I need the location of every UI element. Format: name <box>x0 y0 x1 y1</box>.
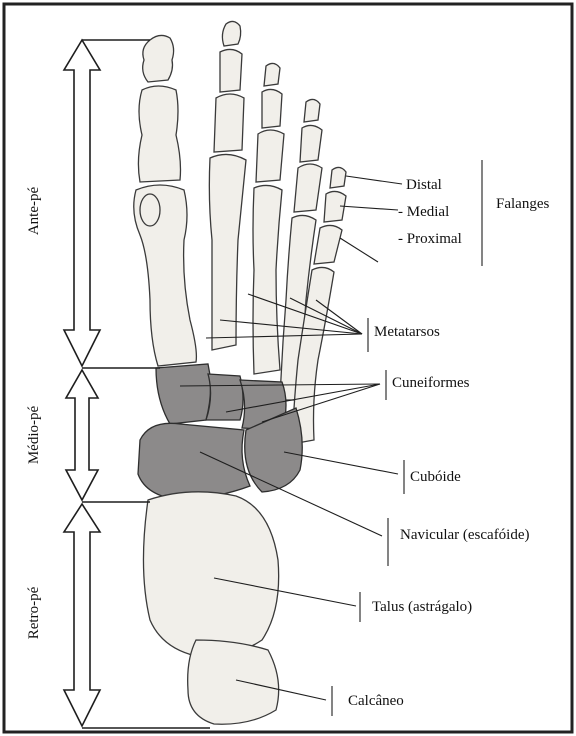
fourth-toe-distal <box>304 99 320 122</box>
forefoot-label: Ante-pé <box>25 183 43 239</box>
fourth-toe-medial <box>300 125 322 162</box>
proximal-leader <box>340 238 378 262</box>
calcaneus-bone <box>188 640 279 724</box>
hallux-proximal-phalanx <box>138 86 180 182</box>
metatarsals-label: Metatarsos <box>374 323 440 341</box>
distal-label: Distal <box>406 176 442 194</box>
midfoot-bones <box>138 364 302 500</box>
sesamoid-bone <box>140 194 160 226</box>
distal-leader <box>346 176 402 184</box>
medial-cuneiform <box>156 364 211 424</box>
medial-label: - Medial <box>398 203 449 221</box>
second-toe-medial <box>220 49 242 92</box>
cuneiforms-label: Cuneiformes <box>392 374 469 392</box>
second-toe-proximal <box>214 94 244 152</box>
navicular-bone <box>138 423 250 500</box>
hindfoot-arrow <box>64 504 100 726</box>
fifth-toe-distal <box>330 167 346 188</box>
midfoot-label: Médio-pé <box>25 403 43 467</box>
hallux-distal-phalanx <box>143 35 174 82</box>
talus-label: Talus (astrágalo) <box>372 598 472 616</box>
intermediate-cuneiform <box>206 374 243 420</box>
medial-leader <box>340 206 398 210</box>
second-toe-distal <box>222 21 240 46</box>
navicular-label: Navicular (escafóide) <box>400 526 530 544</box>
hindfoot-label: Retro-pé <box>25 583 43 643</box>
cuboid-label: Cubóide <box>410 468 461 486</box>
fifth-toe-proximal <box>314 225 342 264</box>
midfoot-arrow <box>66 370 98 500</box>
proximal-label: - Proximal <box>398 230 462 248</box>
fourth-toe-proximal <box>294 164 322 212</box>
calcaneus-label: Calcâneo <box>348 692 404 710</box>
third-toe-proximal <box>256 130 284 182</box>
talus-bone <box>143 492 278 657</box>
third-toe-medial <box>262 89 282 128</box>
phalanges-label: Falanges <box>496 195 549 213</box>
foot-bones <box>134 21 346 724</box>
forefoot-arrow <box>64 40 100 366</box>
third-toe-distal <box>264 63 280 86</box>
third-metatarsal <box>253 185 282 374</box>
